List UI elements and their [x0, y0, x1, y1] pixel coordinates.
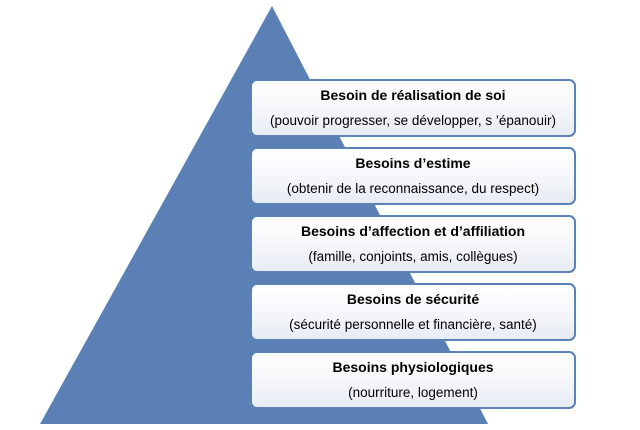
level-detail: (famille, conjoints, amis, collègues) — [308, 249, 518, 264]
level-detail: (pouvoir progresser, se développer, s ’é… — [270, 113, 556, 128]
level-physiological: Besoins physiologiques (nourriture, loge… — [250, 351, 576, 409]
level-detail: (obtenir de la reconnaissance, du respec… — [286, 181, 540, 196]
level-safety: Besoins de sécurité (sécurité personnell… — [250, 283, 576, 341]
level-detail: (nourriture, logement) — [348, 385, 478, 400]
level-affection-affiliation: Besoins d’affection et d’affiliation (fa… — [250, 215, 576, 273]
level-title: Besoins d’affection et d’affiliation — [300, 223, 526, 239]
level-self-actualization: Besoin de réalisation de soi (pouvoir pr… — [250, 79, 576, 137]
level-title: Besoin de réalisation de soi — [320, 87, 506, 103]
level-title: Besoins de sécurité — [346, 291, 480, 307]
level-detail: (sécurité personnelle et financière, san… — [289, 317, 537, 332]
level-title: Besoins physiologiques — [332, 359, 494, 375]
level-title: Besoins d’estime — [355, 155, 471, 171]
level-esteem: Besoins d’estime (obtenir de la reconnai… — [250, 147, 576, 205]
